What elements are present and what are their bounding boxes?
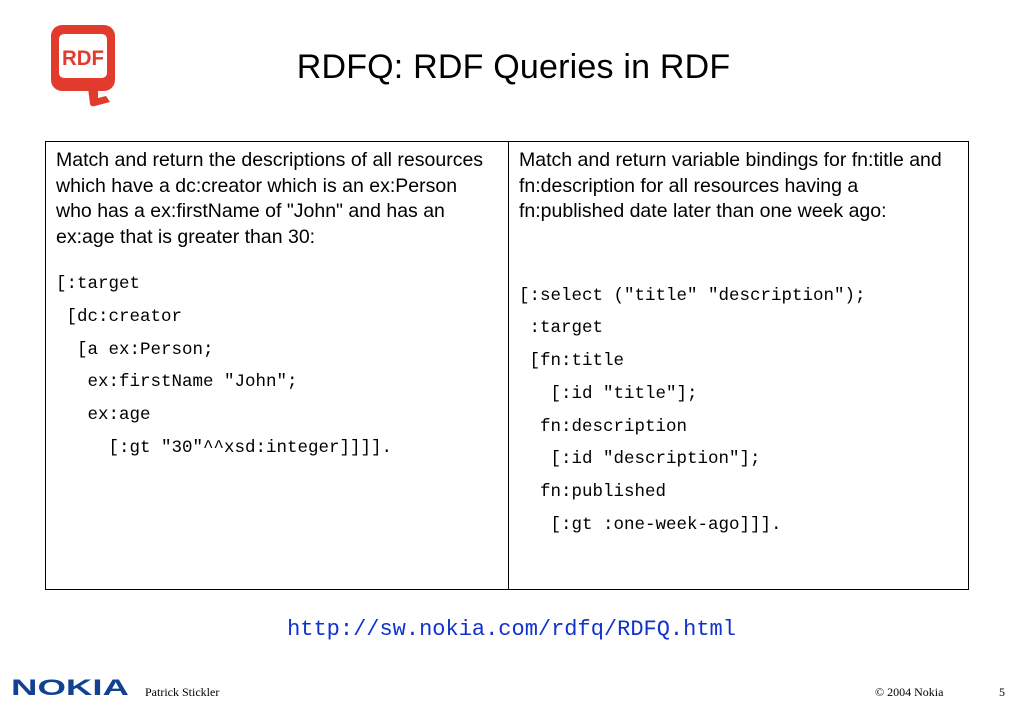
right-code: [:select ("title" "description"); :targe…: [519, 285, 866, 536]
page-number: 5: [999, 685, 1005, 699]
logo-text: RDF: [62, 47, 104, 70]
left-description: Match and return the descriptions of all…: [56, 149, 484, 248]
slide-title: RDFQ: RDF Queries in RDF: [296, 48, 731, 86]
nokia-logo-text: NOKIA: [11, 676, 129, 698]
comparison-table: Match and return the descriptions of all…: [45, 141, 969, 590]
right-cell: Match and return variable bindings for f…: [509, 142, 968, 589]
footer-author: Patrick Stickler: [145, 685, 220, 699]
nokia-logo: NOKIA: [11, 676, 129, 698]
footer-copyright: © 2004 Nokia: [875, 685, 944, 699]
rdfq-link[interactable]: http://sw.nokia.com/rdfq/RDFQ.html: [287, 617, 736, 642]
left-code: [:target [dc:creator [a ex:Person; ex:fi…: [56, 274, 393, 458]
left-cell: Match and return the descriptions of all…: [46, 142, 509, 589]
rdf-logo: RDF: [51, 25, 115, 107]
logo-inner-panel: [59, 34, 107, 78]
right-description: Match and return variable bindings for f…: [519, 149, 942, 222]
logo-tail: [88, 88, 110, 107]
